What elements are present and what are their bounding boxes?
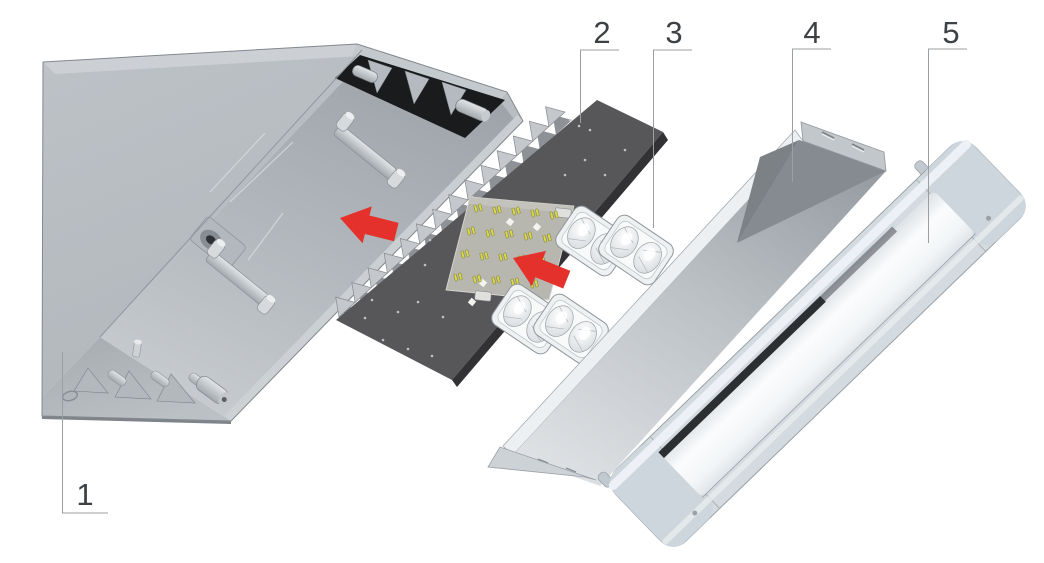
housing-top-face-right [352, 44, 507, 101]
housing-part [41, 43, 524, 424]
housing-rim-highlight [225, 115, 523, 421]
callout-2-number: 2 [593, 15, 610, 50]
reflector-facet-dark [737, 140, 799, 243]
reflector-part [487, 121, 887, 486]
housing-outline [41, 43, 524, 422]
pcb-holes [467, 217, 542, 307]
panel-screw-dots [363, 118, 627, 358]
housing-bottom-edge [42, 416, 231, 424]
diffuser-lower-edge [701, 233, 976, 498]
callout-numbers: 1 2 3 4 5 [76, 15, 959, 512]
housing-fold-edge [99, 49, 363, 338]
callout-5-leader [928, 48, 967, 243]
callouts [62, 48, 967, 514]
callout-3-number: 3 [665, 15, 682, 50]
pin-icon [132, 339, 142, 358]
housing-inner-face [100, 53, 523, 421]
connector-icon [474, 290, 492, 302]
tab-slots [821, 131, 865, 151]
callout-1-leader [62, 352, 108, 514]
housing-top-face [43, 44, 360, 74]
reflector-main-face [513, 141, 886, 486]
lower-rail-highlight [662, 195, 1024, 545]
housing-top-tip [500, 92, 523, 121]
housing-seam-lines [209, 132, 294, 261]
gusset-icon [73, 367, 109, 394]
diffuser-glass [662, 192, 974, 496]
cable-gland-icon [195, 375, 230, 406]
callout-4-number: 4 [803, 15, 820, 50]
diffuser-gap-shadow-fade [820, 226, 898, 301]
callout-2-leader [580, 49, 619, 123]
panel-notch [377, 352, 397, 369]
diffuser-gap-shadow [658, 295, 826, 459]
callout-5-number: 5 [942, 15, 959, 50]
rail-highlight [608, 139, 971, 490]
cap-screw-icon [692, 510, 698, 516]
roller-pin-icon [352, 65, 378, 83]
housing-bottom-details [61, 339, 230, 406]
cap-screw-icon [986, 215, 992, 221]
tab-slots [537, 458, 577, 473]
callout-3-leader [653, 49, 692, 228]
reflector-facet [737, 140, 886, 243]
callout-4-leader [792, 48, 831, 182]
roller-pin-icon [455, 98, 491, 122]
heatsink-fins [335, 106, 566, 318]
tab-slot-highlights [821, 133, 865, 153]
standoff-bracket [190, 216, 276, 315]
gusset-icon [404, 70, 430, 105]
standoff-bracket [333, 111, 406, 189]
callout-1-number: 1 [76, 477, 93, 512]
frame-diffuser-part [597, 139, 1026, 548]
gusset-icon [156, 373, 196, 404]
reflector-bottom-tab [487, 446, 597, 481]
